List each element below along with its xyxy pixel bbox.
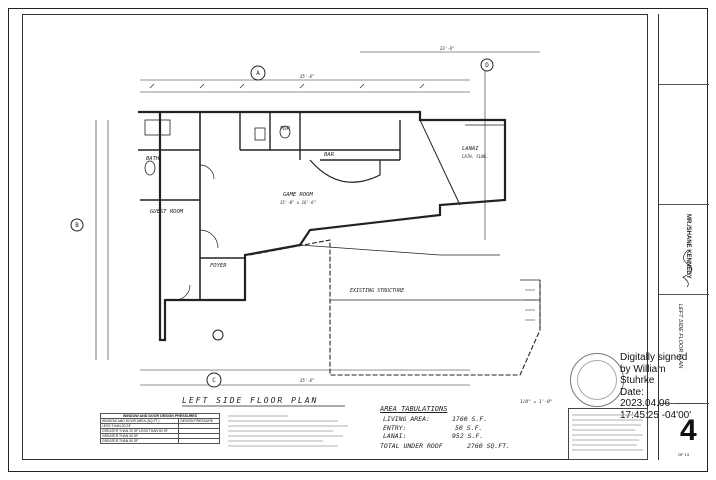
dim-right-top: 23'-6" <box>440 46 454 51</box>
area-total-label: TOTAL UNDER ROOF <box>380 442 443 450</box>
area-entry-value: 50 S.F. <box>455 424 483 432</box>
legend-row: GREATER THAN 20 SF LESS THAN 50 SF <box>99 428 180 434</box>
room-guest: GUEST ROOM <box>150 209 184 215</box>
sheet-of: OF 13 <box>678 452 690 457</box>
dim-top: 25'-6" <box>300 74 314 79</box>
room-lanai: LANAI <box>462 146 479 152</box>
legend-row: GREATER THAN 80 SF <box>99 438 180 444</box>
area-heading: AREA TABULATIONS <box>380 405 448 413</box>
elev-c-label: C <box>212 377 216 384</box>
room-existing: EXISTING STRUCTURE <box>350 288 404 294</box>
dim-game: 15'-0" x 16'-6" <box>280 200 316 205</box>
firm-notes-box <box>568 408 648 460</box>
sig-line: 2023.04.06 <box>620 398 671 409</box>
elev-b-label: B <box>75 222 79 229</box>
general-notes <box>228 415 348 447</box>
elevation-marker-c <box>206 372 222 388</box>
dim-bottom: 25'-6" <box>300 378 314 383</box>
sheet-number-box: 4 OF 13 <box>676 403 704 464</box>
elev-a-label: A <box>256 70 260 77</box>
room-bar: BAR <box>324 152 335 158</box>
drawing-sheet <box>8 8 708 472</box>
area-total-value: 2760 SQ.FT. <box>467 442 511 450</box>
elevation-marker-d <box>480 58 494 72</box>
room-foyer: FOYER <box>210 263 227 269</box>
plan-scale: 1/8" = 1'-0" <box>520 399 553 405</box>
sig-line: by William <box>620 363 666 375</box>
room-game: GAME ROOM <box>283 192 313 198</box>
area-entry-label: ENTRY: <box>383 424 407 432</box>
area-living-value: 1760 S.F. <box>452 415 488 423</box>
elev-d-label: D <box>485 62 489 69</box>
sig-line: Digitally signed <box>620 352 688 363</box>
elevation-marker-a <box>250 65 266 81</box>
room-bath: BATH <box>146 156 160 162</box>
sig-line: Date: <box>620 386 644 398</box>
plan-title: LEFT SIDE FLOOR PLAN <box>182 396 318 405</box>
sig-line: 17:45:25 -04'00' <box>620 409 692 421</box>
title-block: MR./SHANE KENNEDY LEFT SIDE FLOOR PLAN <box>658 14 709 460</box>
area-lanai-label: LANAI: <box>383 432 407 440</box>
drawing-frame <box>22 14 648 460</box>
sheet-number: 4 <box>680 414 697 447</box>
signature-scribble <box>682 250 693 288</box>
room-pdr: PDR <box>280 126 291 132</box>
design-pressure-table: WINDOW AND DOOR DESIGN PRESSURES WINDOW … <box>99 413 220 444</box>
elevation-marker-b <box>70 218 84 232</box>
engineer-seal <box>570 353 624 407</box>
area-lanai-value: 952 S.F. <box>452 432 484 440</box>
dim-lanai: CATH. CLNG. <box>462 154 489 159</box>
sheet-title: LEFT SIDE FLOOR PLAN <box>677 304 683 369</box>
digital-signature: Digitally signed by William Stuhrke Date… <box>620 352 700 421</box>
sig-line: Stuhrke <box>620 375 655 386</box>
area-living-label: LIVING AREA: <box>383 415 430 423</box>
